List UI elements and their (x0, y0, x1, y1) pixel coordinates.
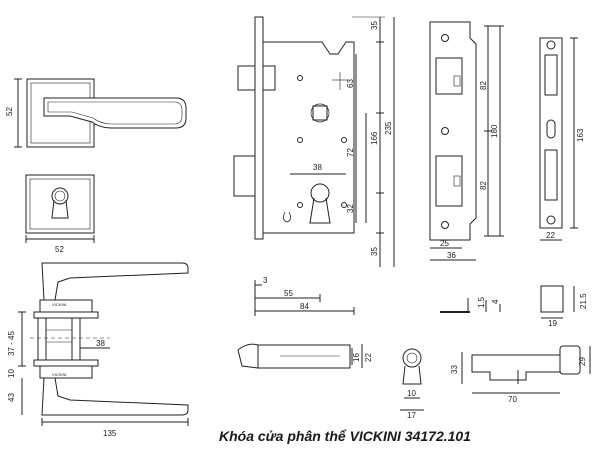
strike-plate (429, 21, 477, 241)
dim-backset-55: 55 (284, 289, 293, 298)
key-end-view (402, 348, 422, 385)
dim-lock-bottom-35: 35 (370, 247, 379, 256)
dim-latch-16: 16 (352, 353, 361, 362)
dim-plate-4: 4 (491, 299, 500, 304)
dim-cylinder-33: 33 (450, 365, 459, 374)
dim-key-10: 10 (407, 389, 416, 398)
brand-mark-top: VICKINI (52, 302, 66, 307)
dim-key-17: 17 (407, 411, 416, 420)
dim-lower-offset: 43 (7, 393, 16, 402)
lever-side-profile (30, 262, 189, 416)
dim-handle-length: 135 (103, 429, 117, 438)
dim-door-thickness: 37 - 45 (7, 331, 16, 356)
dim-escutcheon-width: 52 (55, 245, 64, 254)
dim-gap-10: 10 (7, 369, 16, 378)
dim-plate-1-5: 1.5 (477, 296, 486, 308)
dim-lock-166: 166 (370, 131, 379, 145)
dim-box-163: 163 (576, 128, 585, 142)
product-caption: Khóa cửa phân thể VICKINI 34172.101 (219, 428, 471, 444)
mortise-lock-body (233, 16, 355, 240)
dim-lock-32: 32 (346, 204, 355, 213)
dim-strike-180: 180 (490, 124, 499, 138)
deadbolt-side (540, 285, 564, 313)
latch-bolt-side (237, 343, 351, 369)
dim-strike-82-top: 82 (479, 81, 488, 90)
dim-forend-3: 3 (263, 276, 268, 285)
dim-latch-22: 22 (364, 353, 373, 362)
dim-case-84: 84 (300, 302, 309, 311)
dim-upper-offset: 38 (96, 339, 105, 348)
dim-box-22: 22 (546, 231, 555, 240)
face-plate-section (440, 298, 470, 313)
dim-cyl-38: 38 (313, 163, 322, 172)
dim-lock-top: 35 (370, 21, 379, 30)
strike-box (539, 37, 563, 229)
key-escutcheon-view (25, 174, 95, 234)
dim-cylinder-29: 29 (578, 357, 587, 366)
dim-lock-72: 72 (346, 148, 355, 157)
square-rose-lever-view (26, 78, 187, 148)
euro-cylinder (471, 345, 581, 384)
dim-strike-25: 25 (440, 239, 449, 248)
dim-bolt-19: 19 (548, 319, 557, 328)
dim-strike-36: 36 (447, 251, 456, 260)
dim-rose-height: 52 (5, 107, 14, 116)
dim-bolt-21-5: 21.5 (579, 293, 588, 309)
dim-lock-235: 235 (384, 121, 393, 135)
dim-cylinder-70: 70 (508, 395, 517, 404)
dim-lock-63: 63 (346, 79, 355, 88)
dim-strike-82-bottom: 82 (479, 181, 488, 190)
brand-mark-bottom: VICKINI (52, 372, 66, 377)
